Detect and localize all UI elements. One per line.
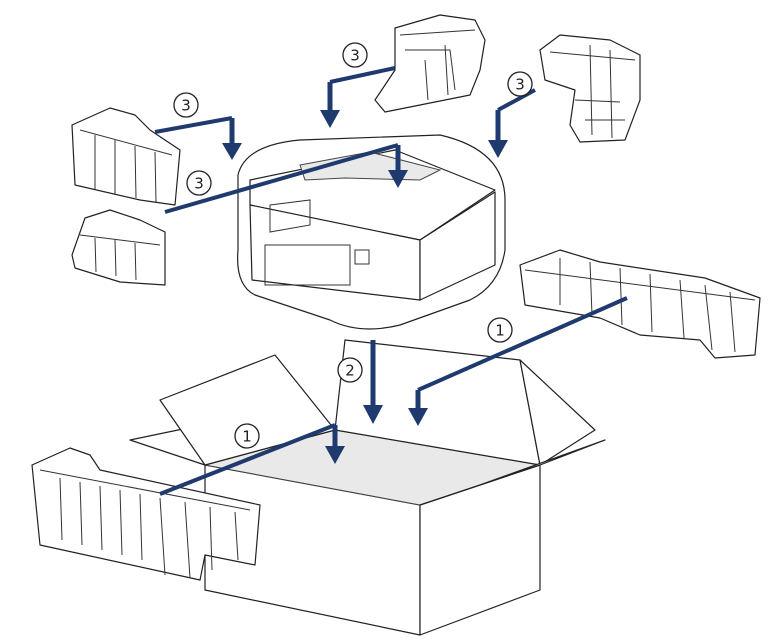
callout-1b: 1 [234,423,260,449]
down-arrow-icon [488,110,508,158]
packing-foam-top-left [71,107,181,206]
pointer-line-3c [329,66,396,84]
callout-3a-label: 3 [181,97,191,115]
callout-3c: 3 [342,42,368,68]
callout-3a: 3 [173,92,199,118]
packing-foam-right [519,249,761,359]
callout-3d-label: 3 [515,76,525,94]
packing-foam-mid-left [71,209,166,286]
pointer-lines [154,66,628,496]
down-arrow-icon [363,340,383,424]
down-arrow-icon [388,145,408,188]
arrows [222,82,508,464]
down-arrow-icon [408,390,428,426]
callout-1a: 1 [487,317,513,343]
pointer-line-3a [154,116,233,134]
down-arrow-icon [325,425,345,464]
callout-1b-label: 1 [242,428,252,446]
callout-3b: 3 [186,170,212,196]
callout-2-label: 2 [345,362,355,380]
down-arrow-icon [222,118,242,160]
packing-foam-top-center [374,14,486,113]
callout-3c-label: 3 [350,47,360,65]
packing-foam-top-right [539,34,641,143]
pointer-line-1a [417,296,628,392]
shipping-box [129,339,606,636]
callout-2: 2 [337,357,363,383]
callout-3d: 3 [507,71,533,97]
callout-1a-label: 1 [495,322,505,340]
pointer-line-1b [159,423,336,496]
packing-foam-bottom-left [31,447,261,581]
printer-icon [237,134,506,330]
down-arrow-icon [320,82,340,128]
pointer-line-3d [497,88,536,112]
callout-3b-label: 3 [194,175,204,193]
pointer-line-3b [164,143,399,214]
